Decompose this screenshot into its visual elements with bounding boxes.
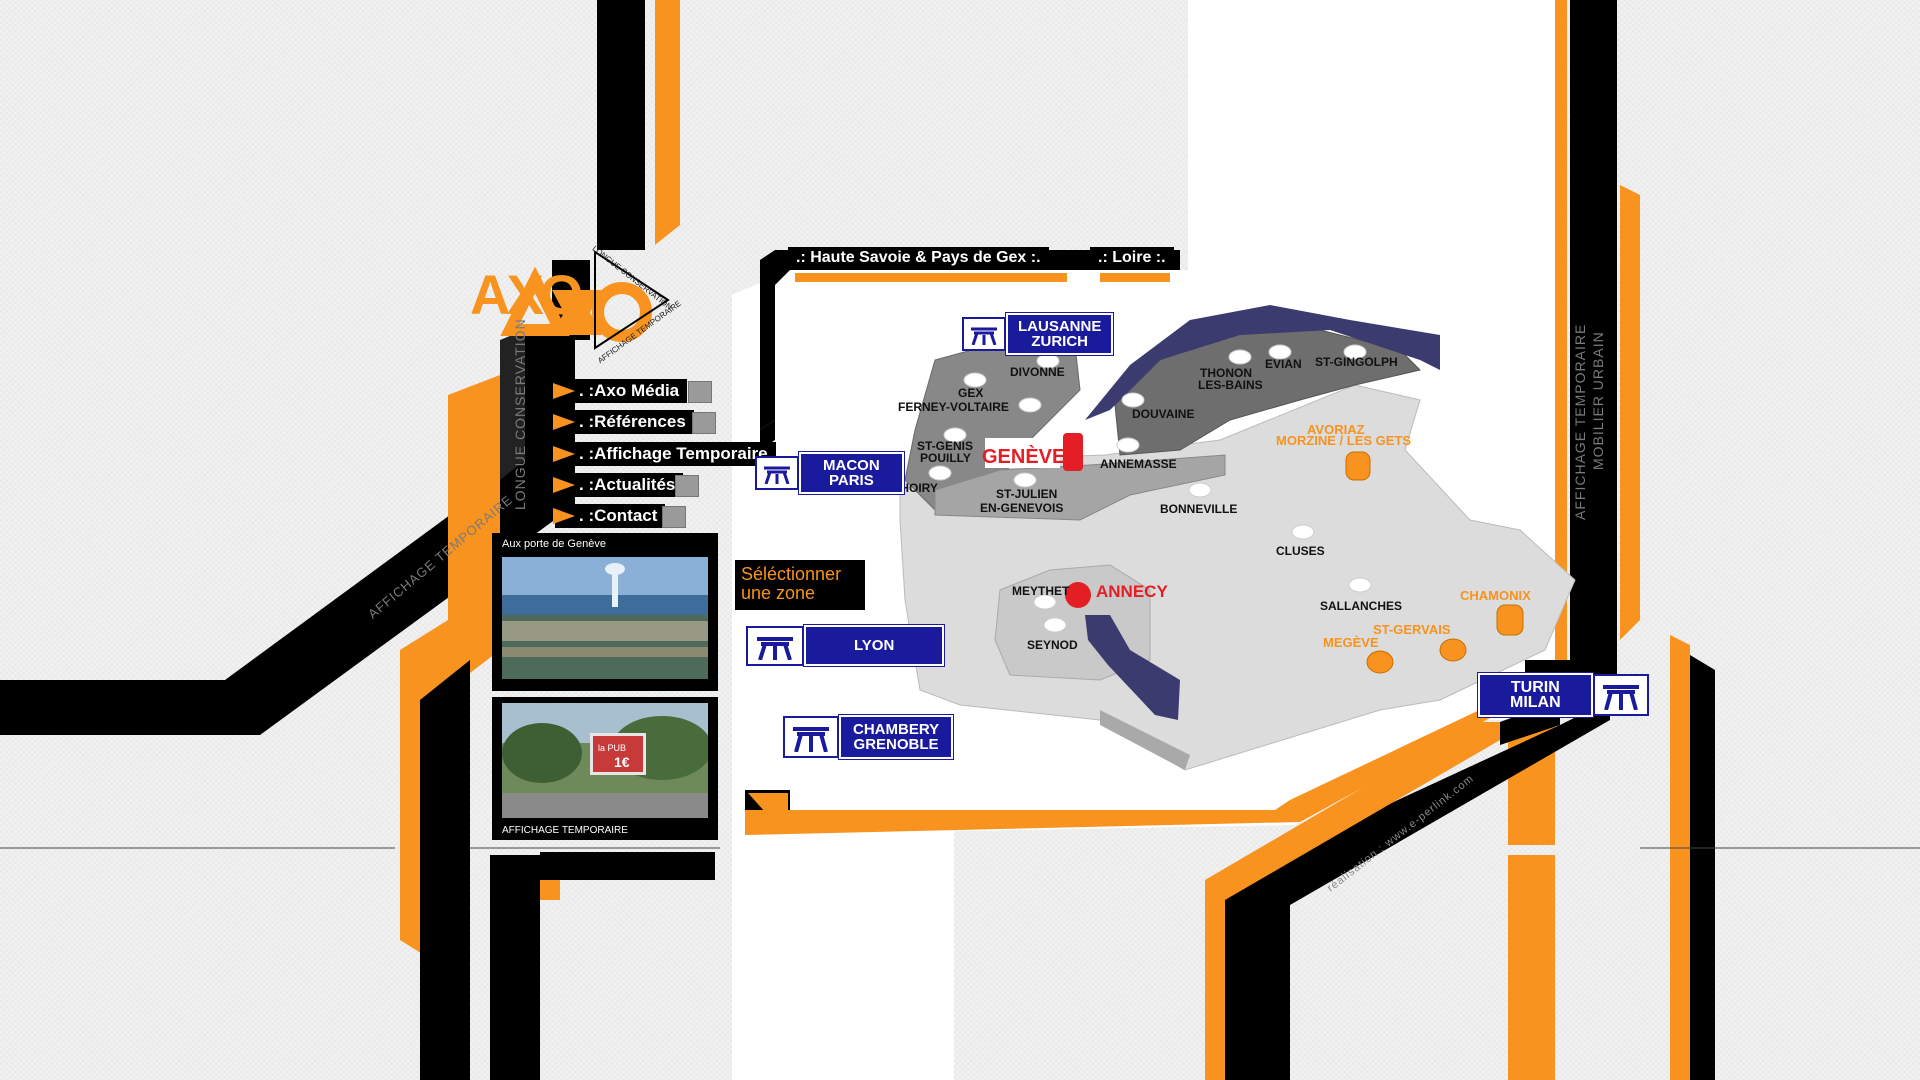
motorway-icon (1592, 674, 1649, 716)
tab-haute-savoie[interactable]: .: Haute Savoie & Pays de Gex :. (788, 247, 1049, 269)
town-stjulien-2[interactable]: EN-GENEVOIS (980, 501, 1063, 515)
town-bonneville[interactable]: BONNEVILLE (1160, 502, 1237, 516)
town-ferney[interactable]: FERNEY-VOLTAIRE (898, 400, 1009, 414)
tab-underline (795, 273, 1067, 282)
nav-prefix: . : (579, 412, 595, 431)
billboard-photo: la PUB 1€ (502, 703, 708, 818)
highway-line: LAUSANNE (1018, 318, 1102, 335)
town-stgenis-1[interactable]: ST-GENIS (917, 439, 973, 453)
highway-lyon[interactable]: LYON (746, 625, 945, 666)
nav-actualites[interactable]: . :Actualités (555, 473, 684, 497)
town-thonon-1[interactable]: THONON (1200, 366, 1252, 380)
select-prompt-line2: une zone (741, 583, 816, 603)
town-stjulien-1[interactable]: ST-JULIEN (996, 487, 1057, 501)
town-megeve[interactable]: MEGÈVE (1323, 635, 1379, 650)
town-douvaine[interactable]: DOUVAINE (1132, 407, 1194, 421)
nav-label: Références (594, 412, 686, 431)
town-chamonix[interactable]: CHAMONIX (1460, 588, 1531, 603)
nav-marker (688, 381, 712, 403)
nav-marker (692, 412, 716, 434)
thumb-geneve[interactable]: Aux porte de Genève (492, 533, 718, 691)
city-geneve[interactable]: GENÈVE (982, 445, 1065, 468)
nav-label: Actualités (594, 475, 676, 494)
highway-line: CHAMBERY (853, 721, 940, 738)
select-zone-prompt: Séléctionner une zone (735, 560, 865, 610)
town-cluses[interactable]: CLUSES (1276, 544, 1325, 558)
highway-line: GRENOBLE (853, 736, 939, 753)
billboard-sign-text-2: 1€ (614, 754, 630, 770)
highway-line: TURIN (1510, 679, 1560, 696)
lake-geneva-photo (502, 557, 708, 679)
town-stgingolph[interactable]: ST-GINGOLPH (1315, 355, 1398, 369)
nav-axo-media[interactable]: . :Axo Média (555, 379, 688, 403)
nav-label: Contact (594, 506, 658, 525)
nav-contact[interactable]: . :Contact (555, 504, 666, 528)
motorway-icon (755, 456, 799, 490)
town-evian[interactable]: EVIAN (1265, 357, 1302, 371)
town-gex[interactable]: GEX (958, 386, 983, 400)
town-thoiry[interactable]: THOIRY (893, 481, 938, 495)
nav-affichage-temporaire[interactable]: . :Affichage Temporaire (555, 442, 776, 466)
town-divonne[interactable]: DIVONNE (1010, 365, 1065, 379)
axo-logo-graphic (500, 250, 670, 350)
thumb-affichage[interactable]: la PUB 1€ AFFICHAGE TEMPORAIRE (492, 697, 718, 840)
select-prompt-line1: Séléctionner (741, 564, 842, 584)
nav-prefix: . : (579, 444, 595, 463)
nav-marker (662, 506, 686, 528)
highway-line: LYON (854, 637, 895, 654)
town-avoriaz-2[interactable]: MORZINE / LES GETS (1276, 433, 1411, 448)
town-stgenis-2[interactable]: POUILLY (920, 451, 971, 465)
nav-prefix: . : (579, 475, 595, 494)
town-meythet[interactable]: MEYTHET (1012, 584, 1070, 598)
motorway-icon (962, 317, 1006, 351)
city-annecy[interactable]: ANNECY (1096, 582, 1168, 601)
tab-underline (1100, 273, 1170, 282)
nav-references[interactable]: . :Références (555, 410, 694, 434)
nav-prefix: . : (579, 381, 595, 400)
town-annemasse[interactable]: ANNEMASSE (1100, 457, 1177, 471)
billboard-sign-text-1: la PUB (598, 743, 626, 753)
town-seynod[interactable]: SEYNOD (1027, 638, 1078, 652)
logo-text: AXO (470, 263, 583, 326)
highway-destination: LYON (804, 625, 945, 666)
nav-marker (675, 475, 699, 497)
zone-genevois[interactable] (934, 454, 1226, 521)
town-stgervais[interactable]: ST-GERVAIS (1373, 622, 1451, 637)
tab-loire[interactable]: .: Loire :. (1090, 247, 1174, 269)
thumb-caption: Aux porte de Genève (502, 538, 606, 550)
town-avoriaz-1[interactable]: AVORIAZ (1307, 422, 1365, 437)
town-sallanches[interactable]: SALLANCHES (1320, 599, 1402, 613)
highway-line: ZURICH (1031, 333, 1088, 350)
nav-prefix: . : (579, 506, 595, 525)
highway-line: MACON (823, 457, 880, 474)
highway-line: MILAN (1510, 694, 1561, 711)
nav-label: Axo Média (594, 381, 680, 400)
motorway-icon (746, 625, 804, 666)
town-thonon-2[interactable]: LES-BAINS (1198, 378, 1263, 392)
highway-line: PARIS (828, 472, 874, 489)
axo-logo[interactable] (490, 240, 690, 365)
motorway-icon (783, 716, 839, 758)
thumb-caption: AFFICHAGE TEMPORAIRE (502, 825, 628, 836)
nav-label: Affichage Temporaire (594, 444, 768, 463)
